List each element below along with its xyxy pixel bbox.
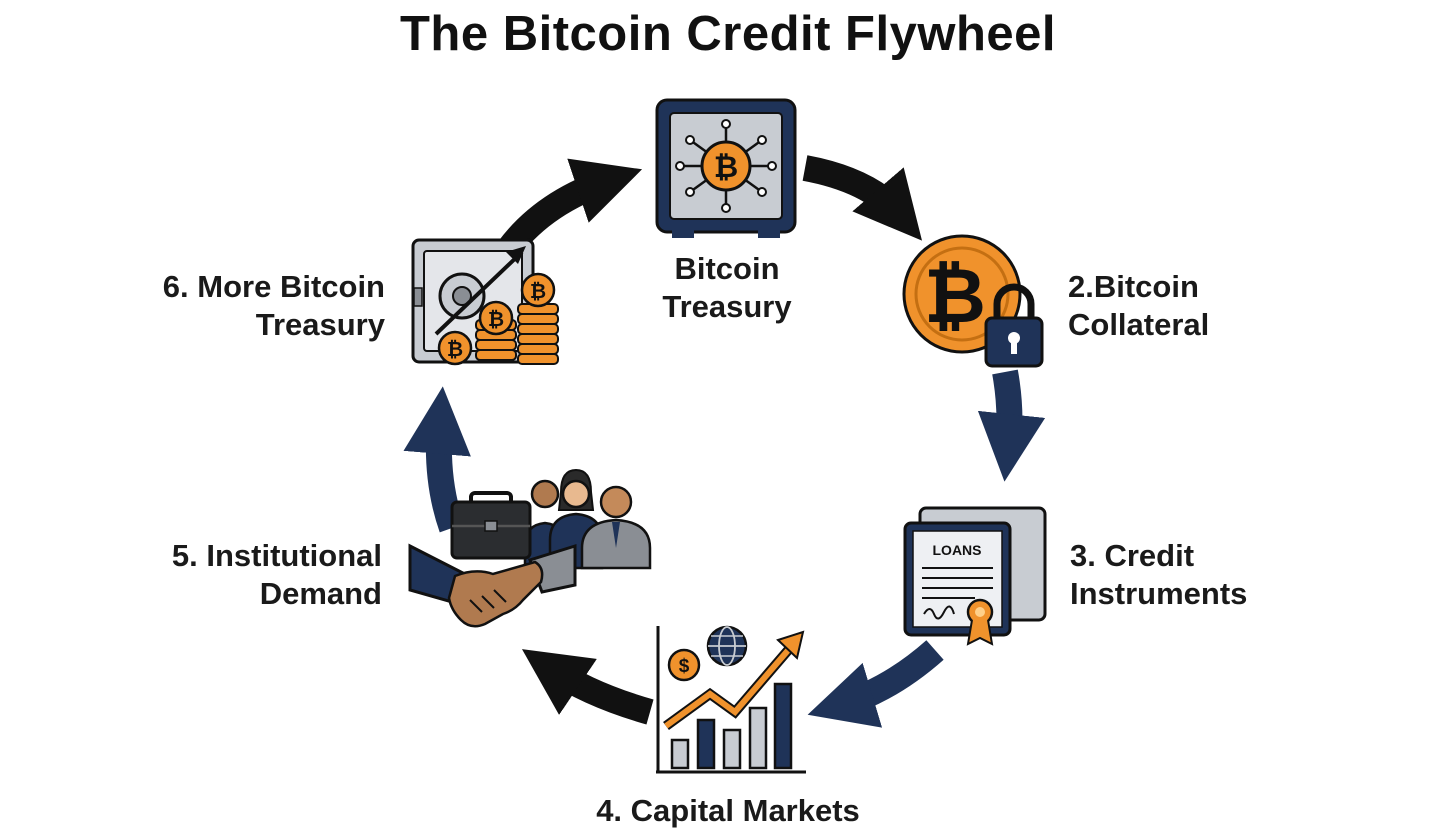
briefcase-icon <box>450 491 532 560</box>
arrow-treasury-to-collateral <box>802 155 923 241</box>
arrow-demand-to-more <box>403 386 471 533</box>
bitcoin-lock-icon: ₿ <box>902 234 1044 368</box>
label-more-bitcoin-treasury: 6. More Bitcoin Treasury <box>163 268 385 344</box>
label-credit-instruments-line2: Instruments <box>1070 576 1248 611</box>
label-bitcoin-collateral-line2: Collateral <box>1068 307 1210 342</box>
label-institutional-demand-line1: 5. Institutional <box>171 538 382 573</box>
handshake-people-icon <box>408 468 652 628</box>
svg-text:₿: ₿ <box>530 281 546 303</box>
arrow-collateral-to-credit <box>977 369 1046 482</box>
label-institutional-demand: 5. Institutional Demand <box>172 537 382 613</box>
label-bitcoin-treasury: Bitcoin Treasury <box>652 250 802 326</box>
bitcoin-vault-icon: ₿ <box>655 98 797 238</box>
label-institutional-demand-line2: Demand <box>259 576 382 611</box>
loans-doc-label: LOANS <box>933 542 982 558</box>
label-bitcoin-treasury-line2: Treasury <box>662 289 792 324</box>
businesspeople-icon <box>523 468 652 570</box>
label-more-bitcoin-treasury-line1: 6. More Bitcoin <box>162 269 385 304</box>
growing-safe-icon: ₿ ₿ ₿ <box>411 238 559 366</box>
svg-text:₿: ₿ <box>488 309 504 331</box>
label-credit-instruments: 3. Credit Instruments <box>1070 537 1247 613</box>
diagram-title: The Bitcoin Credit Flywheel <box>399 7 1057 61</box>
svg-text:₿: ₿ <box>714 151 738 184</box>
arrow-credit-to-markets <box>807 640 944 728</box>
label-more-bitcoin-treasury-line2: Treasury <box>255 307 385 342</box>
label-capital-markets: 4. Capital Markets <box>0 792 1456 830</box>
arrow-markets-to-demand <box>521 649 654 725</box>
market-chart-icon: $ <box>656 625 806 774</box>
svg-text:₿: ₿ <box>447 339 463 361</box>
label-bitcoin-treasury-line1: Bitcoin <box>674 251 780 286</box>
svg-text:$: $ <box>679 656 690 677</box>
loan-document-icon: LOANS <box>903 506 1047 646</box>
label-bitcoin-collateral-line1: 2.Bitcoin <box>1068 269 1199 304</box>
label-credit-instruments-line1: 3. Credit <box>1070 538 1195 573</box>
label-bitcoin-collateral: 2.Bitcoin Collateral <box>1068 268 1209 344</box>
svg-text:₿: ₿ <box>924 254 986 339</box>
label-capital-markets-line1: 4. Capital Markets <box>596 793 860 828</box>
